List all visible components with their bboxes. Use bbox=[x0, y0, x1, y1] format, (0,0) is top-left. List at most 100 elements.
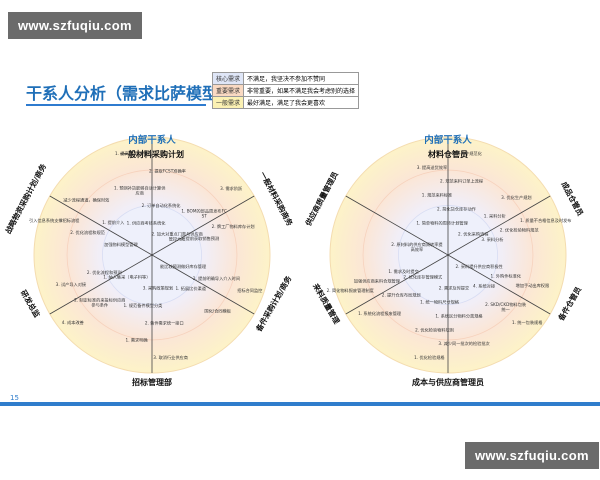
slice-divider bbox=[345, 254, 449, 315]
page-number: 15 bbox=[10, 394, 19, 402]
pizza-item: 能比较预测做好库存管理 bbox=[160, 263, 207, 270]
pizza-item: 1. 预测补货能够自动计算供 bbox=[114, 185, 165, 192]
legend-tag: 重要需求 bbox=[211, 84, 245, 97]
legend-row-general: 一般需求 最好满足，满足了我会更喜欢 bbox=[211, 96, 360, 109]
pizza-item: 1. 提高FCST准确性 bbox=[115, 150, 152, 157]
pizza-item: 2. 优化检验物料规范 bbox=[500, 227, 539, 234]
pizza-item: 2. 优化检验物料规则 bbox=[415, 326, 454, 333]
slice-divider bbox=[345, 195, 449, 256]
pizza-item: 2. 备件需求统一接口 bbox=[145, 319, 184, 326]
legend-tag: 核心需求 bbox=[211, 72, 245, 85]
pizza-item: 1. 规范备件模型分类 bbox=[124, 302, 164, 309]
pizza-item: 2. 牌工厂物料库存计划 bbox=[212, 223, 255, 230]
pizza-item: 3. 减少同一批次的检验批次 bbox=[438, 340, 490, 347]
pizza-item: 1. 需求明确 bbox=[126, 337, 148, 344]
pizza-item: 1. 统一包装规格 bbox=[512, 319, 543, 326]
pizza-item: 1. 采料分析 bbox=[484, 212, 506, 219]
role-label-right-top: 成品仓管员 bbox=[559, 180, 586, 218]
pizza-item: 2. 采料提升供应商积极性 bbox=[456, 263, 503, 270]
slice-divider bbox=[151, 195, 255, 256]
role-label-top: 一般材料采购计划 bbox=[120, 149, 184, 159]
pizza-item: 2. 订单自动化系统化 bbox=[142, 202, 182, 209]
slice-divider bbox=[49, 254, 153, 315]
pizza-item: 1. 纳入集采（电子料等） bbox=[103, 273, 150, 280]
pizza-item: 2. 提前明确导入介入时间 bbox=[193, 275, 240, 282]
legend-desc: 非常重要，如果不满足我会考虑别的选择 bbox=[243, 84, 360, 97]
pizza-item: 1. 优化检验规格 bbox=[414, 354, 445, 361]
legend-desc: 最好满足，满足了我会更喜欢 bbox=[243, 96, 360, 109]
pizza-item-cont: ST bbox=[202, 214, 208, 219]
pizza-item: 1. 外购件规范化 bbox=[451, 150, 482, 157]
pizza-item: 国化/合同模板 bbox=[204, 308, 231, 315]
watermark-bottom: www.szfuqiu.com bbox=[465, 442, 599, 469]
role-label-right-top: 一般材料采购商务 bbox=[258, 170, 295, 228]
role-label-right-bottom: 备件采购计划/商务 bbox=[253, 273, 294, 334]
pizza-item: 1. 简单物料的周转计划管理 bbox=[416, 219, 468, 226]
pizza-item: 2. 优化流程和规范 bbox=[70, 229, 105, 236]
pizza-item: 4. 成本改善 bbox=[62, 319, 84, 326]
pizza-outer-ring bbox=[33, 136, 271, 374]
pizza-item: 加强供应商来料合规管理 bbox=[354, 277, 401, 284]
pizza-header: 内部干系人 bbox=[128, 134, 176, 146]
role-label-bottom: 成本与供应商管理员 bbox=[412, 377, 484, 387]
pizza-item: 1. BOM的部品周发布FC bbox=[181, 208, 227, 215]
slice-divider bbox=[447, 195, 551, 256]
pizza-item: 3. 取消行业供应商 bbox=[153, 354, 188, 361]
pizza-item: 2. 简化货仓库存动作 bbox=[437, 206, 477, 213]
pizza-item: 3. 需求阶跃 bbox=[220, 185, 243, 192]
role-label-bottom: 招标管理部 bbox=[132, 377, 172, 387]
legend-table: 核心需求 不满足，我坚决不参加不赞同 重要需求 非常重要，如果不满足我会考虑别的… bbox=[211, 72, 360, 109]
pizza-item: 引入信息系统支撑招标流程 bbox=[29, 217, 80, 224]
pizza-item-cont: 应商 bbox=[136, 190, 144, 197]
pizza-core-ring bbox=[398, 205, 498, 305]
pizza-item: 1. 提前介入 bbox=[102, 219, 125, 226]
role-label-left-bottom: 来料质量管理 bbox=[311, 281, 343, 326]
legend-tag: 一般需求 bbox=[211, 96, 245, 109]
pizza-item: 减少流程通道，确保时效 bbox=[63, 196, 110, 203]
role-label-right-bottom: 备件仓管员 bbox=[555, 284, 583, 323]
pizza-item: 2. 优化采购流程 bbox=[458, 231, 489, 238]
footer-bar bbox=[0, 402, 600, 406]
slide-title: 干系人分析（需求比萨模型） bbox=[26, 84, 235, 103]
pizza-important-ring bbox=[362, 169, 534, 341]
pizza-item: 1. 质量不合格信息及时发布 bbox=[520, 217, 571, 224]
pizza-header: 内部干系人 bbox=[424, 134, 472, 146]
pizza-item: 3. 提前获取销售预测 bbox=[180, 235, 219, 242]
pizza-important-ring bbox=[66, 169, 238, 341]
slice-divider bbox=[151, 254, 255, 315]
slice-divider bbox=[447, 254, 551, 315]
pizza-item-cont: 高效率 bbox=[411, 246, 424, 253]
pizza-item: 1. 系统区分物料分类规格 bbox=[435, 312, 483, 319]
pizza-item: 3. 提高送货效率 bbox=[417, 164, 447, 171]
pizza-item: 3. 试产导入对接 bbox=[56, 281, 87, 288]
pizza-item: 2. 加大对重点门类与供应商 bbox=[151, 231, 202, 238]
pizza-item: 加强物料模型管理 bbox=[104, 241, 138, 248]
pizza-item-cont: 管控力度 bbox=[169, 236, 187, 243]
pizza-item: 1. 统一物料尺寸规格 bbox=[420, 298, 460, 305]
pizza-core-ring bbox=[102, 205, 202, 305]
pizza-item-cont: 统一 bbox=[501, 306, 509, 313]
pizza-outer-ring bbox=[329, 136, 567, 374]
role-label-top: 材料仓管员 bbox=[428, 149, 468, 159]
slice-divider bbox=[49, 195, 153, 256]
title-underline bbox=[26, 104, 206, 106]
pizza-item: 2. 提升仓库布局规划 bbox=[382, 292, 421, 299]
pizza-item: 2. 制定标准的来投标供应商 bbox=[74, 296, 125, 303]
legend-row-core: 核心需求 不满足，我坚决不参加不赞同 bbox=[211, 72, 360, 85]
pizza-item: 1. 拓展比价渠道 bbox=[175, 285, 206, 292]
pizza-item: 4. 系统对接 bbox=[473, 283, 496, 290]
pizza-item: 2. 规范来料订单上流程 bbox=[440, 178, 484, 185]
legend-desc: 不满足，我坚决不参加不赞同 bbox=[243, 72, 360, 85]
pizza-item: 2. SKD/CKD物料包装 bbox=[485, 301, 527, 308]
role-label-left-top: 供应商质量管理员 bbox=[302, 169, 340, 228]
pizza-item: 2. 优化流程和预测 bbox=[87, 269, 122, 276]
pizza-item: 1. 外购件标准化 bbox=[491, 273, 522, 280]
pizza-item: 2. 优化库存管理模式 bbox=[403, 273, 443, 280]
pizza-item: 2. 提取FCST准确率 bbox=[149, 167, 186, 174]
legend-row-important: 重要需求 非常重要，如果不满足我会考虑别的选择 bbox=[211, 84, 360, 97]
pizza-item: 2. 简化物料报废管理制度 bbox=[327, 287, 375, 294]
pizza-item: 3. 优化生产规划 bbox=[501, 194, 531, 201]
pizza-item: 1. 需求及时提交 bbox=[388, 268, 418, 275]
pizza-item: 2. 原材料的供应商周转率提 bbox=[391, 241, 443, 248]
